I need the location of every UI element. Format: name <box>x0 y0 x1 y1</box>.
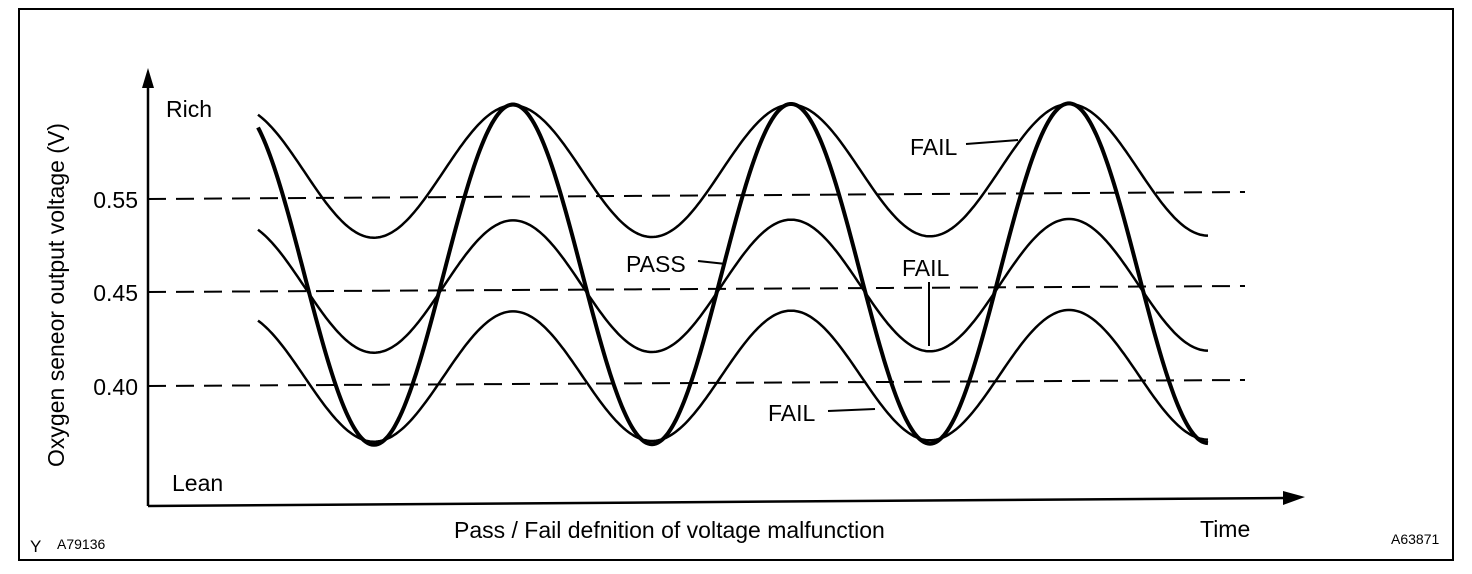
tick-label-045: 0.45 <box>93 280 138 306</box>
figure-caption: Pass / Fail defnition of voltage malfunc… <box>454 517 885 543</box>
fail-curve-low <box>257 308 1208 443</box>
fail-low-label: FAIL <box>768 400 816 426</box>
x-axis <box>147 496 1286 508</box>
pass-label: PASS <box>626 251 686 277</box>
figure-code-prefix: Y <box>30 537 41 556</box>
rich-label: Rich <box>166 96 212 122</box>
tick-label-055: 0.55 <box>93 187 138 213</box>
y-axis-arrow <box>142 68 154 88</box>
fail-high-leader <box>965 139 1019 145</box>
fail-curve-mid <box>257 217 1208 354</box>
fail-low-leader <box>827 408 876 412</box>
y-axis-title: Oxygen seneor output voltage (V) <box>43 123 69 467</box>
lean-label: Lean <box>172 470 223 496</box>
figure-code-left: A79136 <box>57 536 105 552</box>
pass-curve <box>256 101 1209 447</box>
threshold-line-055 <box>147 191 1246 200</box>
figure-code-right: A63871 <box>1391 531 1439 547</box>
pass-leader <box>697 260 727 265</box>
threshold-line-045 <box>147 285 1246 293</box>
fail-mid-label: FAIL <box>902 255 950 281</box>
x-axis-arrow <box>1283 491 1305 505</box>
time-label: Time <box>1200 516 1250 542</box>
threshold-line-040 <box>147 379 1246 387</box>
tick-label-040: 0.40 <box>93 374 138 400</box>
fail-curve-high <box>257 102 1208 239</box>
figure-frame <box>18 8 1454 561</box>
fail-high-label: FAIL <box>910 134 958 160</box>
